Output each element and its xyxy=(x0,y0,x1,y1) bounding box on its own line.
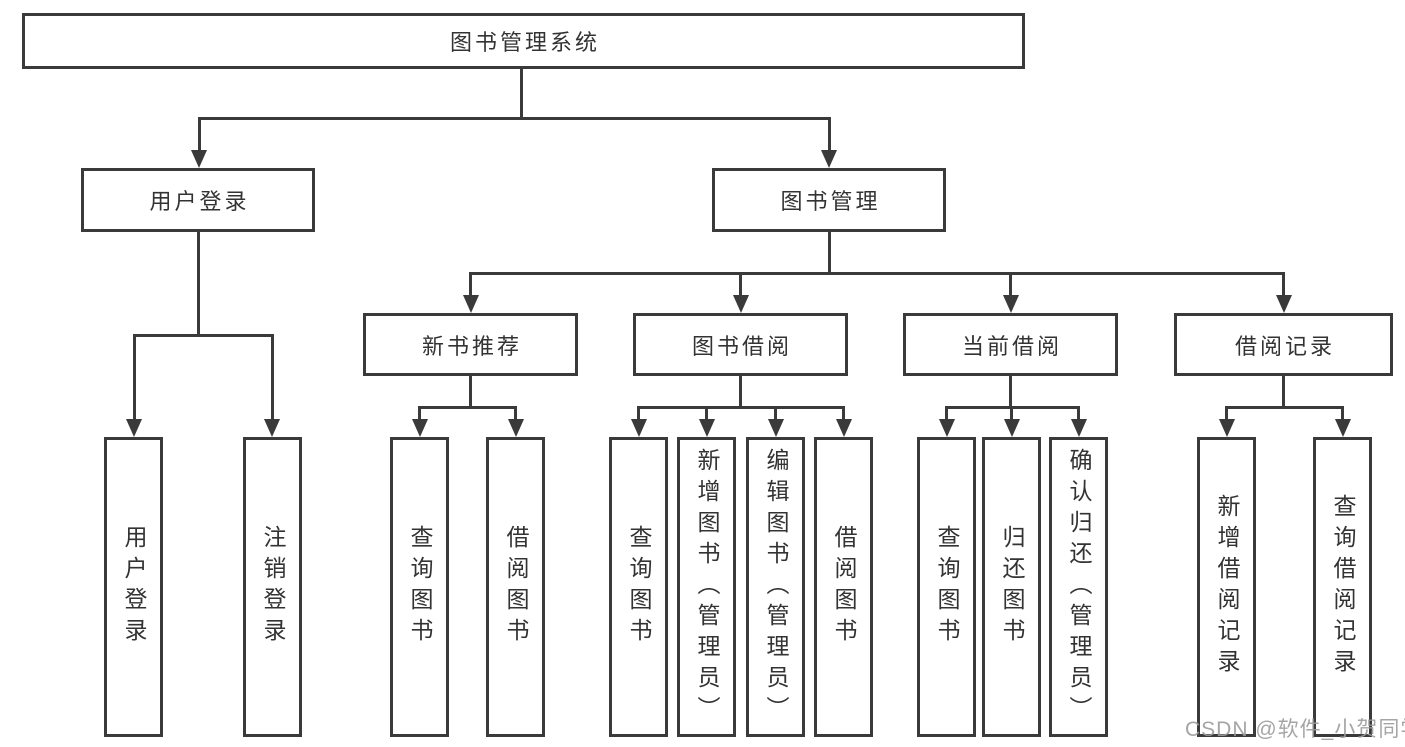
arrow-down-icon xyxy=(1004,419,1020,437)
node-label: 新书推荐 xyxy=(421,333,522,359)
node-root: 图书管理系统 xyxy=(22,13,1025,69)
arrow-down-icon xyxy=(191,150,207,168)
connector-line xyxy=(705,408,708,421)
connector-line xyxy=(945,406,1080,409)
connector-line xyxy=(828,119,831,152)
node-current-borrow: 当前借阅 xyxy=(903,313,1118,376)
arrow-down-icon xyxy=(1071,419,1087,437)
connector-line xyxy=(1009,376,1012,408)
node-label: 图书管理系统 xyxy=(449,30,600,55)
leaf-confirm-return-admin: 确认归还（管理员） xyxy=(1049,437,1108,737)
leaf-label: 新增借阅记录 xyxy=(1214,494,1240,680)
connector-line xyxy=(945,408,948,421)
leaf-logout-login: 注销登录 xyxy=(243,437,302,737)
arrow-down-icon xyxy=(264,419,280,437)
leaf-label: 归还图书 xyxy=(999,525,1025,649)
arrow-down-icon xyxy=(412,419,428,437)
connector-line xyxy=(418,406,517,409)
leaf-borrow-book-recommend: 借阅图书 xyxy=(486,437,545,737)
connector-line xyxy=(1282,274,1285,296)
leaf-add-book-admin: 新增图书（管理员） xyxy=(677,437,736,737)
leaf-user-login: 用户登录 xyxy=(104,437,163,737)
arrow-down-icon xyxy=(1003,295,1019,313)
node-label: 用户登录 xyxy=(149,189,250,214)
leaf-label: 查询图书 xyxy=(934,525,960,649)
leaf-add-borrow-record: 新增借阅记录 xyxy=(1197,437,1256,737)
node-borrow-record: 借阅记录 xyxy=(1174,313,1393,376)
node-book-management: 图书管理 xyxy=(712,168,946,232)
leaf-label: 查询图书 xyxy=(626,525,652,649)
connector-line xyxy=(1341,408,1344,421)
connector-line xyxy=(1009,274,1012,296)
arrow-down-icon xyxy=(631,419,647,437)
arrow-down-icon xyxy=(821,150,837,168)
connector-line xyxy=(1225,408,1228,421)
arrow-down-icon xyxy=(836,419,852,437)
connector-line xyxy=(739,274,742,296)
node-user-login: 用户登录 xyxy=(81,168,315,232)
watermark-text: CSDN @软件_小贺同学 xyxy=(1185,718,1405,741)
arrow-down-icon xyxy=(1335,419,1351,437)
connector-line xyxy=(828,232,831,274)
connector-line xyxy=(469,376,472,408)
leaf-borrow-book: 借阅图书 xyxy=(814,437,873,737)
node-label: 图书管理 xyxy=(780,189,881,214)
connector-line xyxy=(637,408,640,421)
leaf-label: 借阅图书 xyxy=(503,525,529,649)
connector-line xyxy=(1282,376,1285,408)
connector-line xyxy=(197,232,200,336)
arrow-down-icon xyxy=(768,419,784,437)
connector-line xyxy=(739,376,742,408)
connector-line xyxy=(133,334,274,337)
connector-line xyxy=(271,336,274,420)
connector-line xyxy=(1077,408,1080,421)
leaf-query-book-current: 查询图书 xyxy=(917,437,976,737)
leaf-label: 编辑图书（管理员） xyxy=(763,447,789,727)
node-new-book-recommend: 新书推荐 xyxy=(363,313,578,376)
node-label: 借阅记录 xyxy=(1234,333,1335,359)
leaf-edit-book-admin: 编辑图书（管理员） xyxy=(746,437,805,737)
leaf-return-book: 归还图书 xyxy=(982,437,1041,737)
node-book-borrow: 图书借阅 xyxy=(633,313,848,376)
node-label: 图书借阅 xyxy=(691,333,792,359)
arrow-down-icon xyxy=(1219,419,1235,437)
arrow-down-icon xyxy=(939,419,955,437)
connector-line xyxy=(520,69,523,119)
connector-line xyxy=(198,119,201,152)
connector-line xyxy=(418,408,421,421)
arrow-down-icon xyxy=(1276,295,1292,313)
connector-line xyxy=(637,406,845,409)
leaf-query-book-recommend: 查询图书 xyxy=(390,437,449,737)
arrow-down-icon xyxy=(508,419,524,437)
connector-line xyxy=(1010,408,1013,421)
connector-line xyxy=(198,117,831,120)
leaf-label: 查询借阅记录 xyxy=(1330,494,1356,680)
connector-line xyxy=(133,336,136,420)
arrow-down-icon xyxy=(463,295,479,313)
node-label: 当前借阅 xyxy=(961,333,1062,359)
connector-line xyxy=(514,408,517,421)
connector-line xyxy=(842,408,845,421)
leaf-label: 查询图书 xyxy=(407,525,433,649)
leaf-label: 用户登录 xyxy=(121,525,147,649)
connector-line xyxy=(1225,406,1344,409)
leaf-label: 注销登录 xyxy=(260,525,286,649)
arrow-down-icon xyxy=(733,295,749,313)
arrow-down-icon xyxy=(699,419,715,437)
leaf-label: 新增图书（管理员） xyxy=(694,447,720,727)
leaf-label: 借阅图书 xyxy=(831,525,857,649)
connector-line xyxy=(469,274,472,296)
leaf-query-borrow-record: 查询借阅记录 xyxy=(1313,437,1372,737)
leaf-label: 确认归还（管理员） xyxy=(1066,447,1092,727)
arrow-down-icon xyxy=(126,419,142,437)
leaf-query-book-borrow: 查询图书 xyxy=(609,437,668,737)
connector-line xyxy=(469,272,1285,275)
connector-line xyxy=(774,408,777,421)
